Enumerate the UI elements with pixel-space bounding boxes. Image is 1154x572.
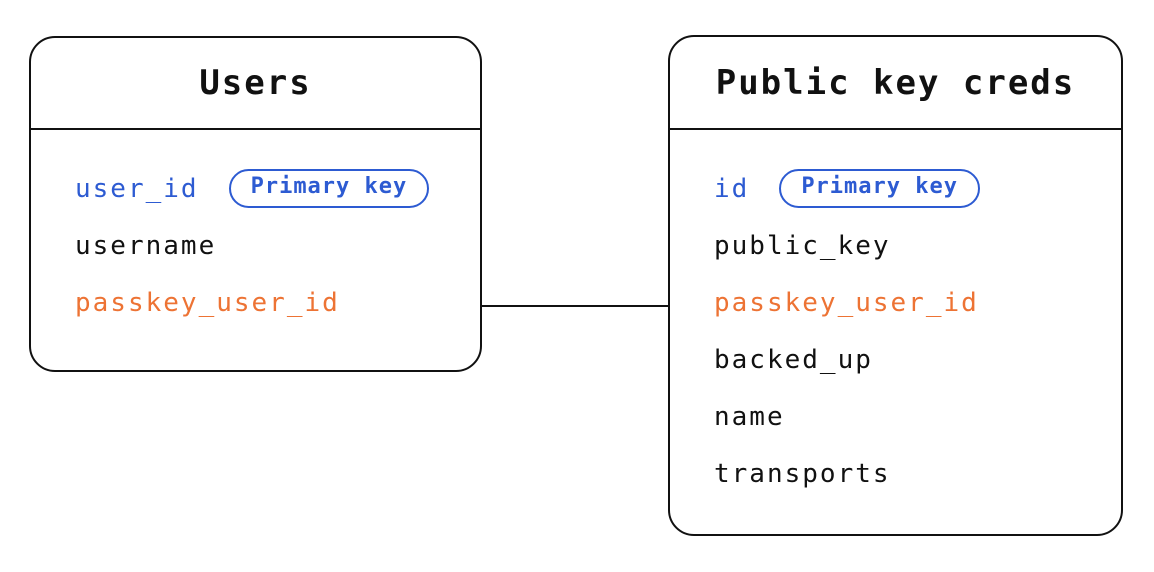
field-name-passkey-user-id: passkey_user_id <box>714 287 979 318</box>
field-name-passkey-user-id: passkey_user_id <box>75 287 340 318</box>
primary-key-badge: Primary key <box>228 169 430 208</box>
field-row-user-id: user_id Primary key <box>75 160 460 217</box>
field-name-backed-up: backed_up <box>714 344 873 375</box>
field-row-name: name <box>714 388 1101 445</box>
table-public-key-creds-title: Public key creds <box>670 37 1121 130</box>
field-row-transports: transports <box>714 445 1101 502</box>
field-name-username: username <box>75 230 217 261</box>
table-users: Users user_id Primary key username passk… <box>29 36 482 372</box>
field-name-public-key: public_key <box>714 230 891 261</box>
field-name-name: name <box>714 401 785 432</box>
field-row-public-key: public_key <box>714 217 1101 274</box>
field-name-transports: transports <box>714 458 891 489</box>
table-public-key-creds: Public key creds id Primary key public_k… <box>668 35 1123 536</box>
field-row-id: id Primary key <box>714 160 1101 217</box>
field-name-id: id <box>714 173 750 204</box>
field-row-username: username <box>75 217 460 274</box>
table-users-title: Users <box>31 38 480 130</box>
primary-key-badge: Primary key <box>779 169 981 208</box>
field-row-passkey-user-id: passkey_user_id <box>75 274 460 331</box>
table-public-key-creds-fields: id Primary key public_key passkey_user_i… <box>670 130 1121 502</box>
table-users-fields: user_id Primary key username passkey_use… <box>31 130 480 331</box>
field-row-passkey-user-id: passkey_user_id <box>714 274 1101 331</box>
field-name-user-id: user_id <box>75 173 199 204</box>
relationship-line <box>480 305 670 307</box>
field-row-backed-up: backed_up <box>714 331 1101 388</box>
